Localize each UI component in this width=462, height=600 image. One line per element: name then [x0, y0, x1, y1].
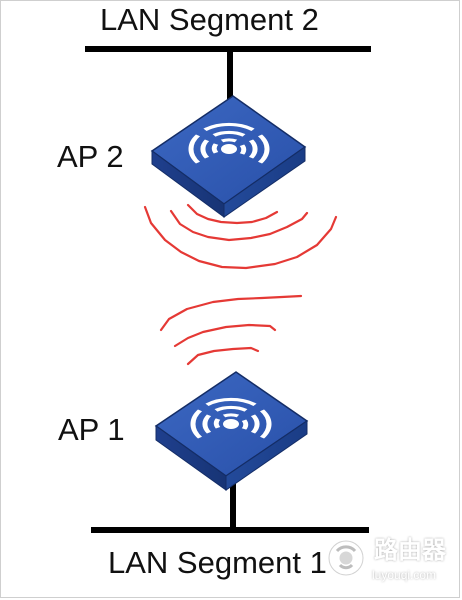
- router-logo-icon: [328, 540, 364, 576]
- signal-waves: [143, 203, 338, 366]
- watermark-brand: 路由器: [374, 537, 446, 564]
- lan-segment-2-label: LAN Segment 2: [100, 2, 319, 37]
- signal-arc-6: [186, 346, 260, 366]
- ap2-wireless-icon: [188, 123, 270, 164]
- watermark-domain: luyouqi.com: [372, 568, 437, 582]
- signal-arc-4: [159, 294, 303, 332]
- signal-arc-2: [169, 209, 309, 242]
- ap2-label: AP 2: [57, 139, 124, 174]
- ap2-device: [150, 95, 307, 218]
- watermark: 路由器 luyouqi.com: [322, 530, 458, 592]
- ap2-right-face: [223, 146, 306, 218]
- ap1-wireless-icon: [190, 398, 272, 439]
- lan-segment-1-label: LAN Segment 1: [108, 545, 327, 580]
- signal-arc-1: [186, 203, 279, 225]
- signal-arc-5: [173, 323, 277, 348]
- signal-arc-3: [143, 205, 338, 270]
- ap1-device: [154, 371, 309, 491]
- ap1-right-face: [225, 420, 308, 491]
- ap1-label: AP 1: [58, 412, 125, 447]
